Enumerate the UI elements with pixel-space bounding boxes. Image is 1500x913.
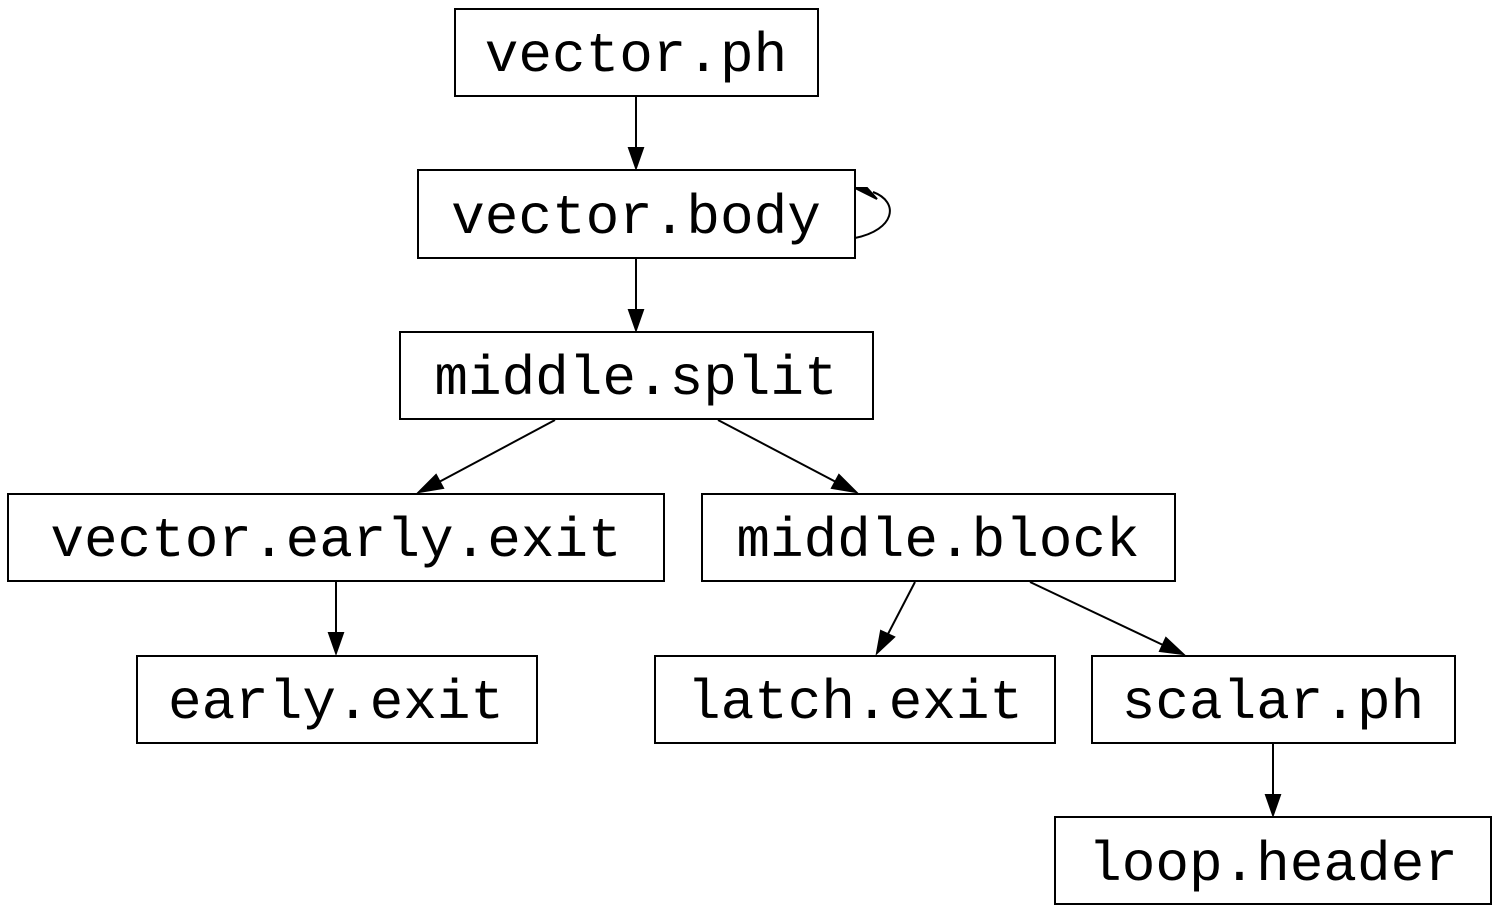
node-early-exit: early.exit [136, 655, 538, 744]
node-middle-block: middle.block [701, 493, 1176, 582]
edge-vector-body-to-middle-split [627, 259, 645, 334]
edge-middle-split-to-middle-block [717, 419, 859, 494]
node-label: early.exit [168, 671, 504, 735]
edge-middle-block-to-latch-exit [875, 581, 916, 656]
node-label: vector.body [451, 186, 821, 250]
node-label: vector.early.exit [50, 509, 621, 573]
node-label: latch.exit [687, 671, 1023, 735]
edge-scalar-ph-to-loop-header [1264, 744, 1282, 819]
node-vector-body: vector.body [417, 169, 856, 259]
edge-middle-block-to-scalar-ph [1029, 581, 1186, 656]
node-label: vector.ph [485, 24, 787, 88]
node-label: middle.split [434, 347, 837, 411]
node-scalar-ph: scalar.ph [1091, 655, 1456, 744]
edge-vector-body-self-loop [854, 187, 891, 239]
node-loop-header: loop.header [1054, 816, 1492, 905]
node-latch-exit: latch.exit [654, 655, 1056, 744]
edge-middle-split-to-vector-early-exit [416, 419, 556, 494]
node-label: middle.block [736, 509, 1139, 573]
node-vector-early-exit: vector.early.exit [7, 493, 665, 582]
nodes: vector.ph vector.body middle.split vecto… [7, 8, 1492, 905]
node-vector-ph: vector.ph [454, 8, 819, 97]
edges [327, 97, 1282, 819]
node-middle-split: middle.split [399, 331, 874, 420]
edge-vector-ph-to-vector-body [627, 97, 645, 172]
node-label: scalar.ph [1122, 671, 1424, 735]
node-label: loop.header [1088, 833, 1458, 897]
edge-vector-early-exit-to-early-exit [327, 582, 345, 657]
